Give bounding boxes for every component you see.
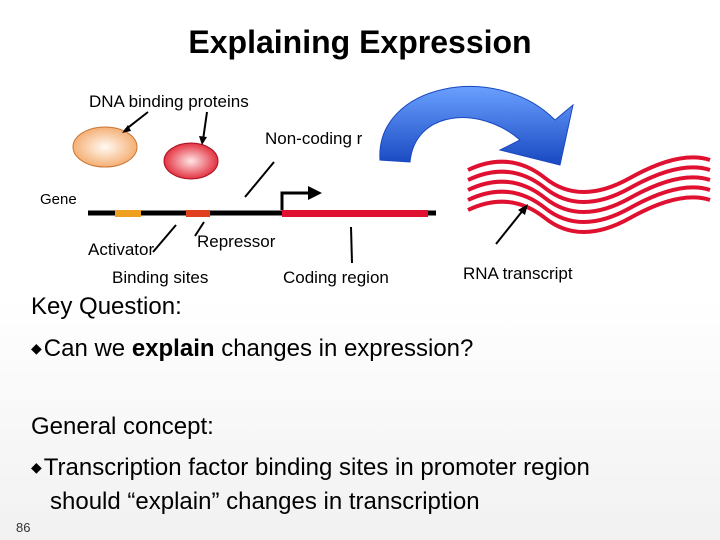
pointer-to-noncoding <box>244 161 275 198</box>
rna-transcript <box>467 155 711 234</box>
general-concept-line2: should “explain” changes in transcriptio… <box>50 488 480 515</box>
label-activator: Activator <box>88 240 155 259</box>
label-binding-sites: Binding sites <box>112 268 209 287</box>
label-rna-transcript: RNA transcript <box>463 264 573 283</box>
gene-expression-diagram <box>72 86 711 264</box>
repressor-binding-site <box>186 210 210 217</box>
pointer-rna <box>495 208 525 245</box>
label-gene: Gene <box>40 191 77 208</box>
slide-title: Explaining Expression <box>188 24 532 60</box>
pointer-coding-region <box>350 226 353 264</box>
activator-protein <box>72 126 138 168</box>
key-question-bullet: ◆Can we explain changes in expression? <box>31 332 473 366</box>
bullet-diamond-icon: ◆ <box>31 460 42 476</box>
label-dna-binding-proteins: DNA binding proteins <box>89 92 249 111</box>
label-repressor: Repressor <box>197 232 276 251</box>
repressor-protein <box>163 142 219 180</box>
bullet-diamond-icon: ◆ <box>31 341 42 357</box>
key-question-bold: explain <box>131 335 215 362</box>
coding-region <box>282 210 428 217</box>
general-concept-heading: General concept: <box>31 413 214 440</box>
key-question-suffix: changes in expression? <box>214 335 474 362</box>
page-number: 86 <box>16 520 31 535</box>
pointer-repressor-site <box>194 221 205 237</box>
pointer-activator-site <box>152 224 177 253</box>
label-coding-region: Coding region <box>283 268 389 287</box>
general-concept-text-1: Transcription factor binding sites in pr… <box>43 454 590 481</box>
key-question-prefix: Can we <box>43 335 132 362</box>
expression-arrow <box>379 86 574 166</box>
transcription-start-arrow <box>280 191 312 210</box>
key-question-heading: Key Question: <box>31 293 182 320</box>
pointer-to-repressor <box>202 111 208 141</box>
label-non-coding: Non-coding r <box>265 129 363 148</box>
activator-binding-site <box>115 210 141 217</box>
general-concept-line1: ◆Transcription factor binding sites in p… <box>31 451 590 485</box>
